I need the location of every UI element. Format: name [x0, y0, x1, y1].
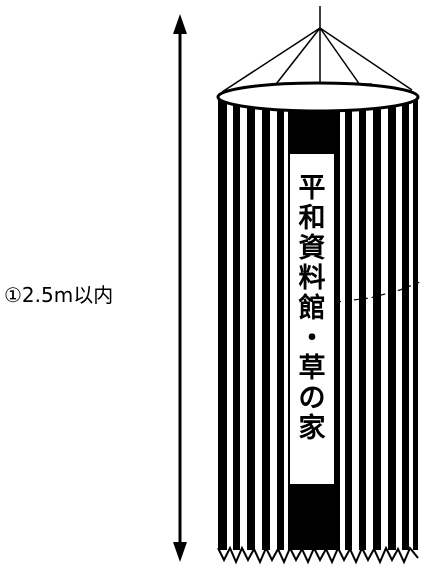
banner-char: 料 — [298, 263, 326, 294]
dimension-label: ①2.5m以内 — [4, 283, 113, 307]
banner-text: 平和資料館・草の家 — [290, 174, 334, 444]
banner-char: 平 — [298, 173, 326, 204]
top-ring — [216, 81, 420, 113]
banner-char: 資 — [298, 233, 326, 264]
banner-char: 家 — [298, 413, 326, 444]
banner-char: 和 — [298, 203, 326, 234]
banner-char: 館 — [298, 293, 326, 324]
banner-label: 平和資料館・草の家 — [288, 152, 336, 486]
banner-char: の — [298, 383, 326, 414]
banner-char: 草 — [298, 353, 326, 384]
banner-char: ・ — [298, 323, 326, 354]
leader-line — [335, 281, 421, 303]
dimension-arrow — [173, 14, 187, 562]
